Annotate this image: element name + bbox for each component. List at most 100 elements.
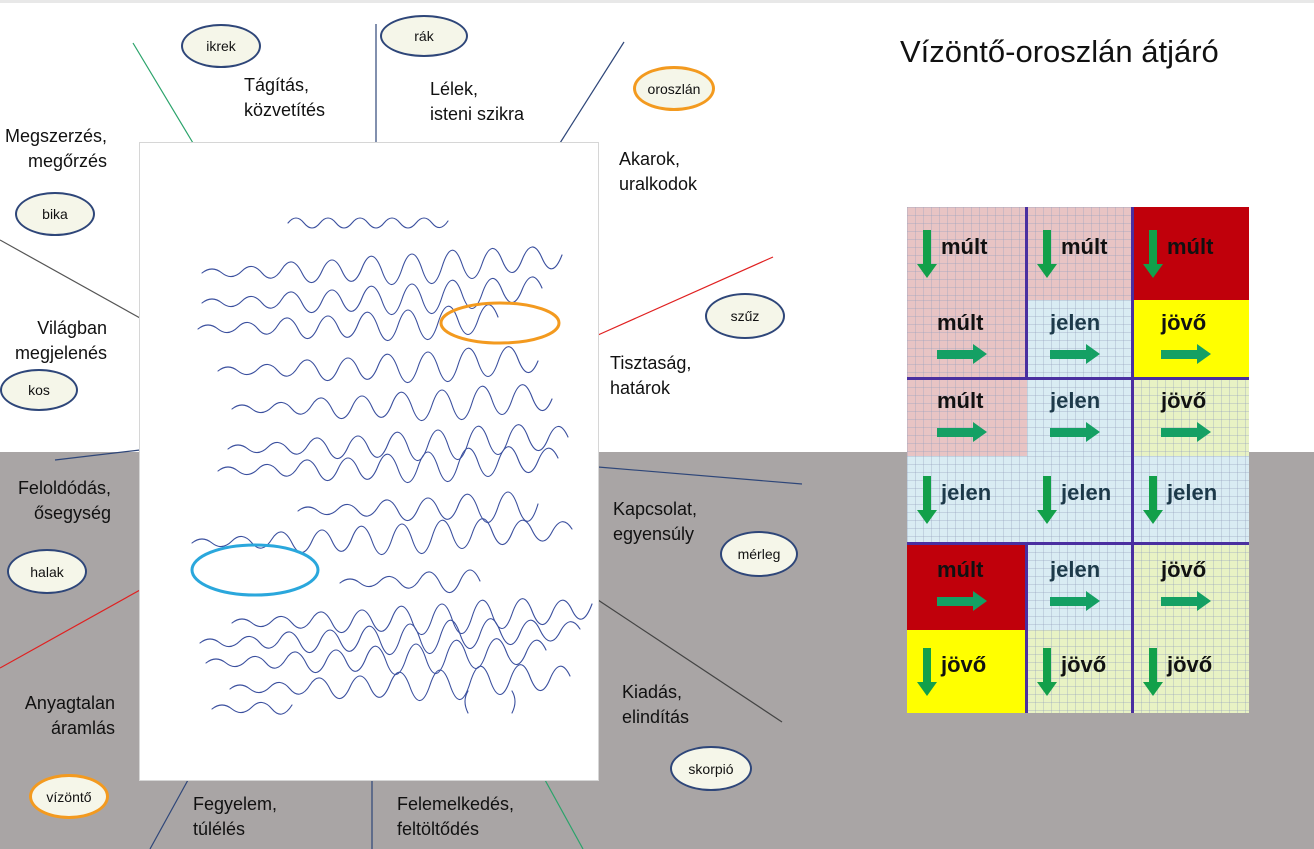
theme-vizonto-line-2: áramlás <box>50 718 115 738</box>
spoke-bika <box>0 239 141 319</box>
arrow-right-icon <box>1161 422 1213 442</box>
theme-skorpio-line-1: Kiadás, <box>622 682 683 702</box>
grid-divider <box>907 377 1249 380</box>
blue-highlight-circle <box>190 543 320 597</box>
theme-nyilas-line-2: feltöltődés <box>397 819 480 839</box>
grid-divider <box>1025 207 1028 379</box>
grid-cell-label: jövő <box>1061 652 1107 677</box>
theme-szuz-line-2: határok <box>610 378 671 398</box>
top-border <box>0 0 1314 3</box>
theme-bika-line-1: Megszerzés, <box>4 126 107 146</box>
sign-vizonto: vízöntő <box>29 774 109 819</box>
handwriting-bracket <box>464 690 516 714</box>
handwriting-scribbles <box>190 217 593 715</box>
handwriting-line <box>231 384 553 422</box>
grid-divider <box>1025 542 1028 713</box>
grid-cell: jövő <box>1027 630 1133 713</box>
grid-cell: múlt <box>907 207 1027 300</box>
theme-nyilas-line-1: Felemelkedés, <box>397 794 515 814</box>
handwriting-line <box>191 518 573 556</box>
arrow-right-icon <box>937 591 989 611</box>
grid-cell: jövő <box>907 630 1027 713</box>
handwriting-line <box>211 701 293 715</box>
theme-oroszlan-line-1: Akarok, <box>619 149 681 169</box>
sign-rak: rák <box>380 15 468 57</box>
grid-cell-label: múlt <box>941 234 988 259</box>
arrow-right-icon <box>1050 591 1102 611</box>
theme-merleg-line-2: egyensúly <box>613 524 695 544</box>
sign-halak: halak <box>7 549 87 594</box>
arrow-right-icon <box>1161 591 1213 611</box>
grid-cell: jelen <box>1027 379 1133 456</box>
theme-rak: Lélek, isteni szikra <box>430 77 524 127</box>
grid-cell: jelen <box>1027 544 1133 630</box>
spoke-merleg <box>597 466 803 485</box>
sign-ikrek: ikrek <box>181 24 261 68</box>
grid-cell: múlt <box>907 544 1027 630</box>
grid-cell-label: múlt <box>1061 234 1108 259</box>
grid-cell: jelen <box>1027 456 1133 544</box>
theme-skorpio: Kiadás, elindítás <box>622 680 689 730</box>
theme-bak: Fegyelem, túlélés <box>193 792 277 842</box>
theme-bak-line-2: túlélés <box>193 819 246 839</box>
spoke-bak <box>149 779 189 849</box>
theme-oroszlan: Akarok, uralkodok <box>619 147 697 197</box>
grid-cell: jövő <box>1133 544 1249 630</box>
grid-cell-label: múlt <box>937 310 984 335</box>
grid-cell-label: jelen <box>1167 480 1218 505</box>
theme-halak-line-1: Feloldódás, <box>17 478 111 498</box>
arrow-right-icon <box>937 344 989 364</box>
arrow-right-icon <box>1050 344 1102 364</box>
page-title: Vízöntő-oroszlán átjáró <box>900 34 1219 69</box>
grid-cell: jelen <box>1027 300 1133 379</box>
theme-ikrek: Tágítás, közvetítés <box>244 73 325 123</box>
grid-cell: jövő <box>1133 300 1249 379</box>
theme-rak-line-1: Lélek, <box>430 79 479 99</box>
grid-cell: jövő <box>1133 630 1249 713</box>
grid-cell-label: jövő <box>941 652 987 677</box>
handwriting-line <box>217 346 539 384</box>
grid-cell: jelen <box>907 456 1027 544</box>
grid-cell-label: múlt <box>1167 234 1214 259</box>
grid-cell: múlt <box>1027 207 1133 300</box>
spoke-nyilas <box>544 779 584 849</box>
grid-cell-label: jövő <box>1161 310 1207 335</box>
grid-cell-label: jövő <box>1161 388 1207 413</box>
spoke-szuz <box>597 256 774 336</box>
grid-cell: múlt <box>1133 207 1249 300</box>
handwriting-heading <box>287 217 449 229</box>
sign-bika: bika <box>15 192 95 236</box>
theme-nyilas: Felemelkedés, feltöltődés <box>397 792 514 842</box>
grid-divider <box>1131 207 1134 713</box>
grid-cell: jövő <box>1133 379 1249 456</box>
theme-halak-line-2: ősegység <box>33 503 111 523</box>
grid-cell-label: jelen <box>941 480 992 505</box>
handwriting-line <box>201 246 563 286</box>
grid-cell-label: jelen <box>1050 557 1101 582</box>
grid-cell: múlt <box>907 379 1027 456</box>
handwriting-line <box>227 424 569 462</box>
theme-skorpio-line-2: elindítás <box>622 707 690 727</box>
sign-szuz: szűz <box>705 293 785 339</box>
grid-cell-label: jövő <box>1167 652 1213 677</box>
theme-halak: Feloldódás, ősegység <box>0 476 111 526</box>
grid-cell: múlt <box>907 300 1027 379</box>
arrow-right-icon <box>1050 422 1102 442</box>
grid-cell-label: múlt <box>937 557 984 582</box>
spoke-kos <box>54 449 141 461</box>
theme-rak-line-2: isteni szikra <box>430 104 525 124</box>
orange-highlight-circle <box>439 301 561 345</box>
theme-kos-line-1: Világban <box>37 318 107 338</box>
sign-kos: kos <box>0 369 78 411</box>
theme-oroszlan-line-2: uralkodok <box>619 174 698 194</box>
theme-vizonto: Anyagtalan áramlás <box>0 691 115 741</box>
grid-cell-label: jövő <box>1161 557 1207 582</box>
grid-cell: jelen <box>1133 456 1249 544</box>
theme-bika: Megszerzés, megőrzés <box>0 124 107 174</box>
grid-cell-label: jelen <box>1050 310 1101 335</box>
handwriting-line <box>339 569 481 594</box>
handwriting-line <box>199 618 581 656</box>
theme-kos: Világban megjelenés <box>0 316 107 366</box>
